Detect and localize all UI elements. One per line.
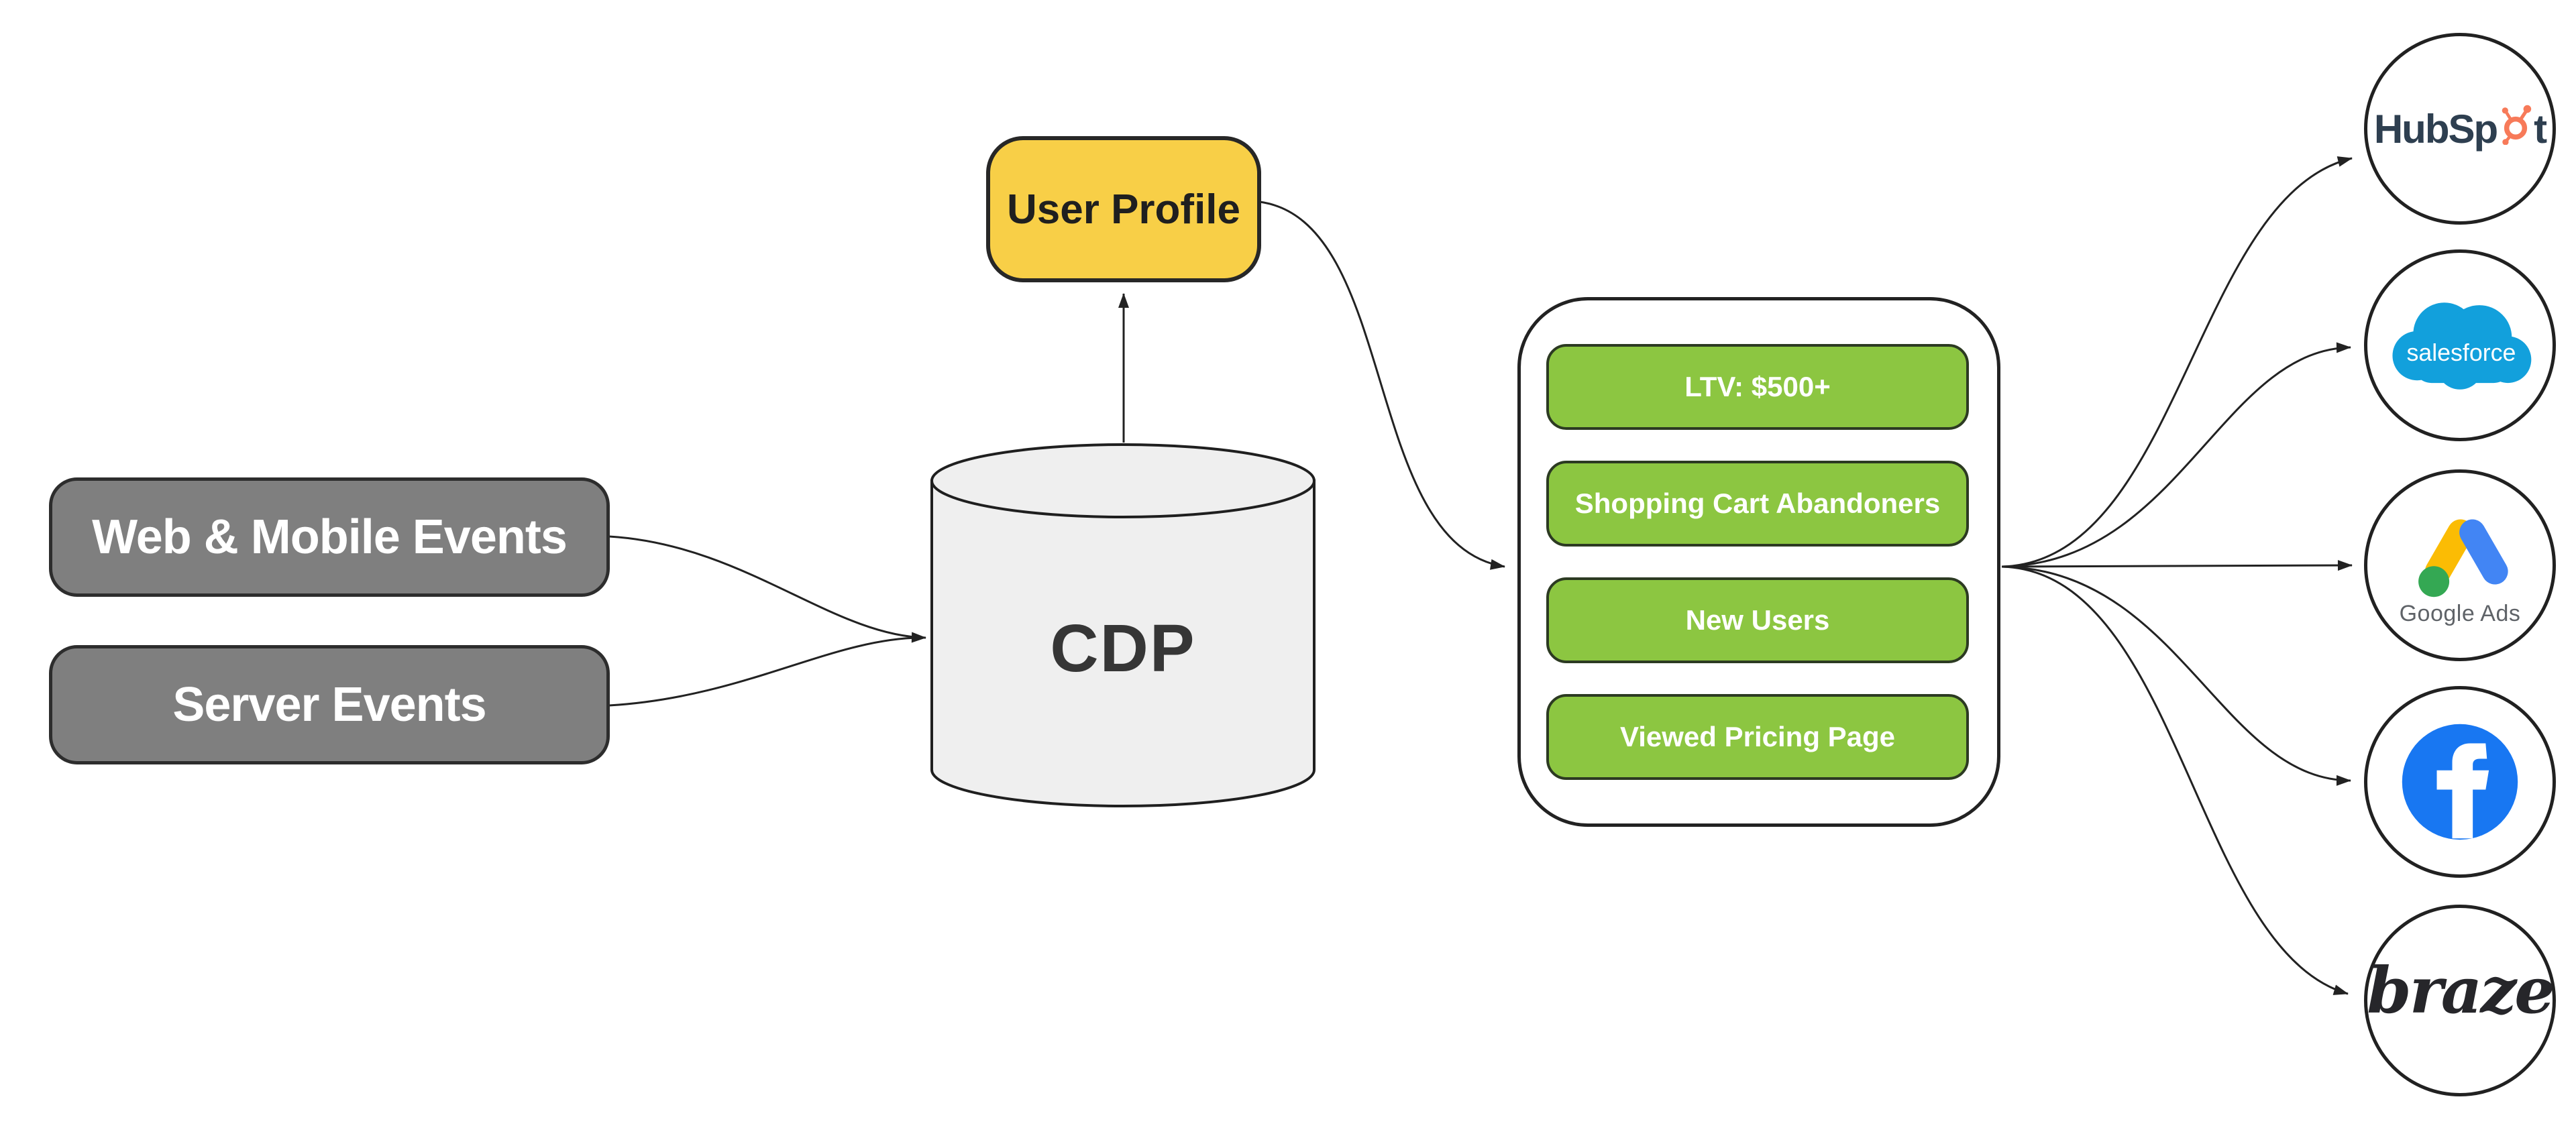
- segment-ltv: LTV: $500+: [1546, 344, 1969, 430]
- arrow-segments-to-facebook: [2001, 565, 2351, 786]
- arrow-segments-to-hubspot: [2001, 156, 2353, 568]
- hubspot-logo: HubSp t: [2373, 105, 2547, 152]
- google-ads-triangle-icon: [2418, 518, 2508, 597]
- arrow-server-events-to-cdp: [608, 636, 921, 707]
- segment-viewed-pricing-label: Viewed Pricing Page: [1619, 721, 1896, 752]
- segment-new-users: New Users: [1546, 577, 1969, 663]
- destination-hubspot: HubSp t: [2364, 33, 2556, 225]
- destination-salesforce: salesforce: [2364, 249, 2556, 441]
- google-ads-logo: Google Ads: [2400, 504, 2521, 627]
- segment-viewed-pricing: Viewed Pricing Page: [1546, 694, 1969, 780]
- arrow-web-events-to-cdp: [608, 535, 926, 643]
- salesforce-cloud-icon: salesforce: [2392, 302, 2532, 390]
- hubspot-text-before: HubSp: [2373, 106, 2498, 152]
- segment-cart-abandoners: Shopping Cart Abandoners: [1546, 461, 1969, 547]
- segment-new-users-label: New Users: [1685, 604, 1830, 636]
- destination-braze: braze: [2364, 905, 2556, 1096]
- destination-facebook: [2364, 686, 2556, 878]
- arrow-segments-to-google-ads: [2001, 560, 2353, 571]
- google-ads-label: Google Ads: [2399, 600, 2521, 626]
- user-profile-node: User Profile: [986, 136, 1261, 282]
- segment-ltv-label: LTV: $500+: [1684, 371, 1831, 402]
- source-web-mobile-events-label: Web & Mobile Events: [92, 510, 568, 564]
- braze-label: braze: [2367, 953, 2555, 1028]
- source-web-mobile-events: Web & Mobile Events: [49, 477, 610, 597]
- arrow-segments-to-salesforce: [2001, 342, 2351, 568]
- arrow-user-profile-to-segments: [1259, 201, 1505, 570]
- cdp-cylinder-icon: [930, 443, 1316, 807]
- hubspot-sprocket-icon: [2502, 105, 2532, 145]
- source-server-events: Server Events: [49, 645, 610, 764]
- user-profile-label: User Profile: [1006, 186, 1241, 233]
- segment-cart-abandoners-label: Shopping Cart Abandoners: [1574, 488, 1941, 519]
- salesforce-label: salesforce: [2406, 339, 2516, 366]
- cdp-node-label: CDP: [1050, 610, 1196, 686]
- source-server-events-label: Server Events: [172, 678, 486, 732]
- destination-google-ads: Google Ads: [2364, 469, 2556, 661]
- facebook-logo-icon: [2402, 724, 2518, 840]
- hubspot-text-after: t: [2534, 106, 2547, 152]
- arrow-segments-to-braze: [2001, 565, 2349, 995]
